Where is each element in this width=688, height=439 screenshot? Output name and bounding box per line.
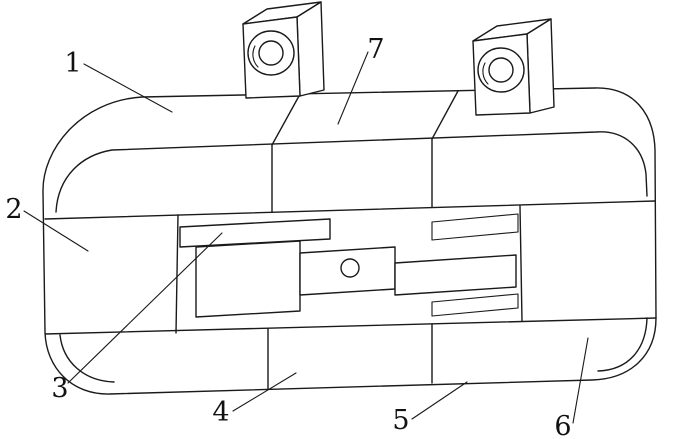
right-boss-bore-arc [482,62,489,85]
inner-mechanism [179,213,519,318]
left-mounting-boss [242,1,325,99]
bottom-tray-right-arc [597,317,648,372]
leader-lines [23,51,589,424]
pivot-pin [340,258,360,278]
leader-line-6 [572,337,589,424]
upper-slide-bar [179,218,331,248]
plate-stack-upper-2 [431,231,519,241]
mid-bottom-boundary [44,317,657,335]
label-1: 1 [64,48,81,79]
leader-line-7 [337,51,369,125]
lower-rail [394,254,517,296]
label-5: 5 [392,405,409,436]
slider-block [195,240,301,318]
label-2: 2 [5,194,22,225]
right-mounting-boss [472,18,555,116]
top-cover-divider-right-top [431,90,459,140]
plate-stack-lower-1 [431,293,519,303]
bottom-tray-left-arc [59,334,115,383]
right-boss-hole [488,57,514,83]
left-boss-bore-arc [252,45,259,68]
main-body [42,87,657,395]
top-cover-bottom-edge [44,200,656,220]
plate-stack-lower-2 [431,307,519,317]
left-boss-side-face [296,1,325,97]
leader-line-5 [411,381,468,420]
right-end-cap-edge [519,205,523,322]
label-3: 3 [51,373,68,404]
top-cover-divider-left-top [271,95,300,146]
left-boss-hole [258,40,284,66]
label-6: 6 [554,411,571,439]
left-end-cap-edge [175,214,179,334]
reference-labels: 1 2 3 4 5 6 7 [5,34,571,439]
leader-line-3 [67,232,223,384]
leader-line-1 [83,63,173,113]
label-4: 4 [212,397,229,428]
label-7: 7 [367,34,384,65]
leader-line-2 [23,210,89,252]
top-cover-front-edge [55,131,648,213]
right-boss-side-face [526,18,555,114]
plate-stack-upper-1 [431,213,519,223]
leader-line-4 [232,372,297,412]
